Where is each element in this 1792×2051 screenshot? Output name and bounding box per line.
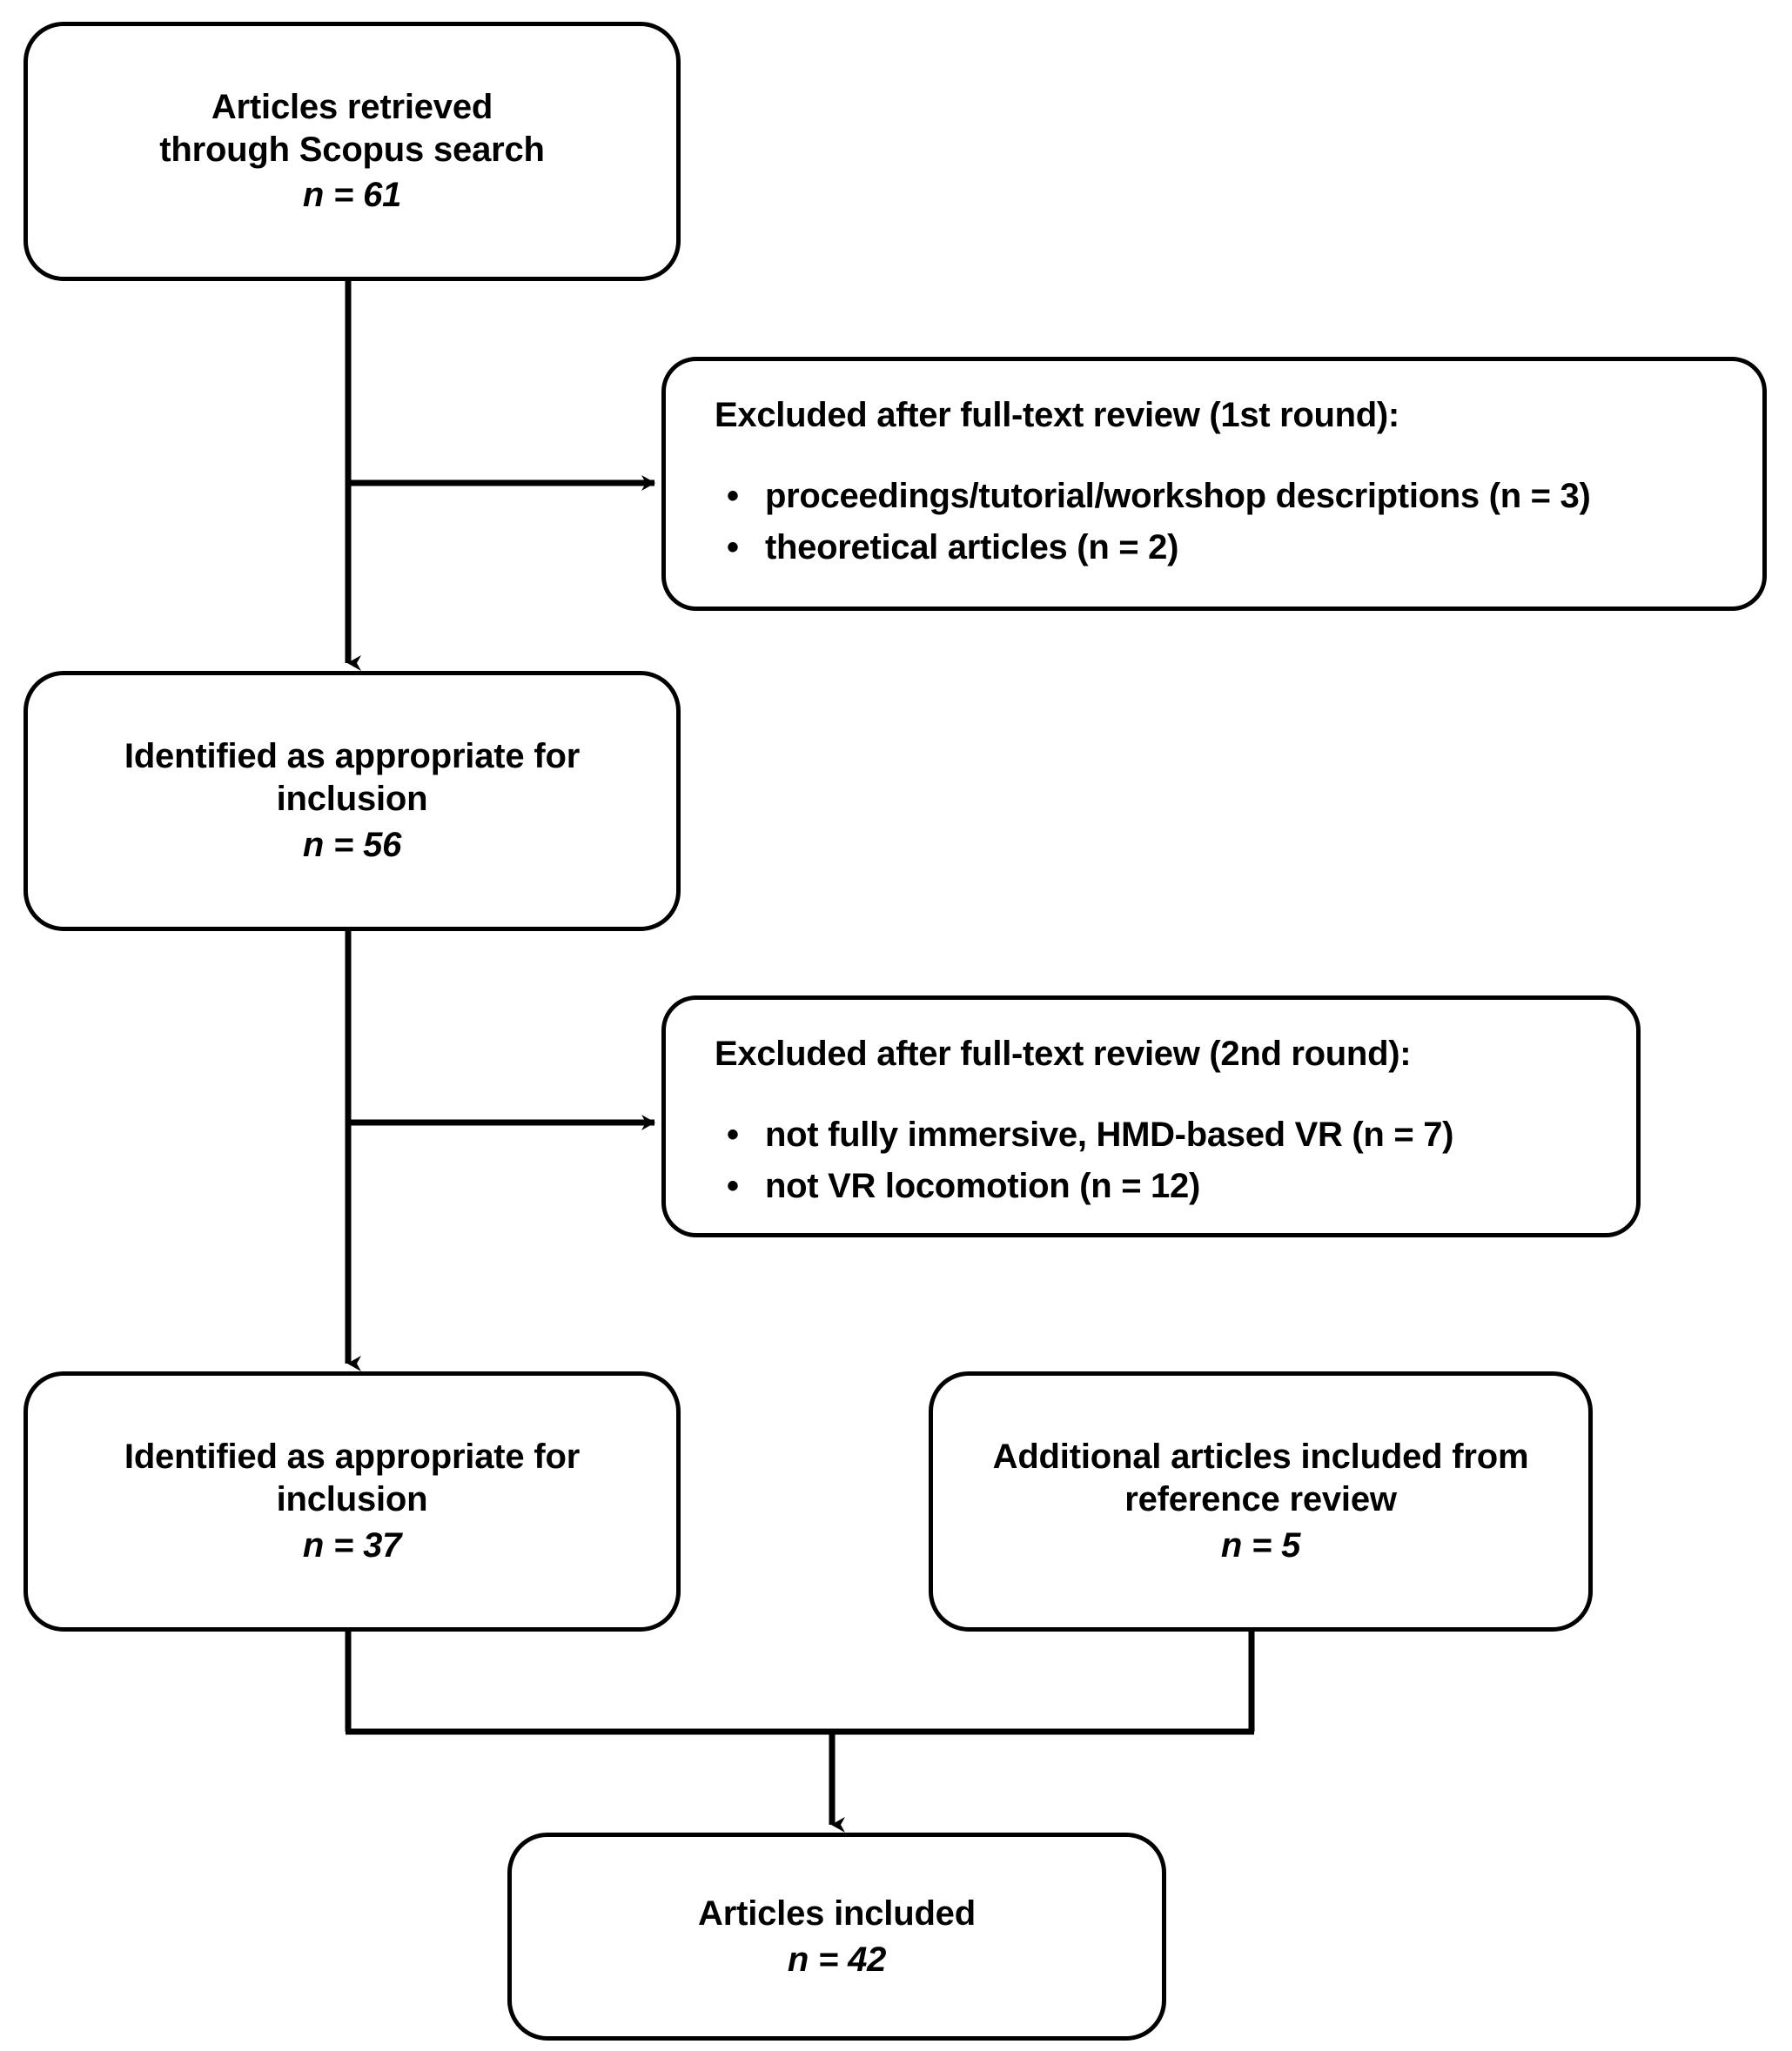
node-inclusion-37: Identified as appropriate for inclusion … bbox=[23, 1371, 681, 1632]
list-item: • not VR locomotion (n = 12) bbox=[715, 1166, 1453, 1207]
node-inclusion-37-count: n = 37 bbox=[302, 1525, 402, 1565]
node-articles-retrieved-count: n = 61 bbox=[302, 176, 402, 215]
node-inclusion-37-line1: Identified as appropriate for bbox=[124, 1438, 581, 1477]
node-additional-from-references-count: n = 5 bbox=[1220, 1525, 1301, 1565]
node-inclusion-56-line2: inclusion bbox=[276, 780, 428, 819]
node-inclusion-56-line1: Identified as appropriate for bbox=[124, 737, 581, 776]
list-item: • theoretical articles (n = 2) bbox=[715, 527, 1590, 568]
bullet-icon: • bbox=[727, 1116, 739, 1154]
bullet-icon: • bbox=[727, 528, 739, 567]
node-additional-from-references-line2: reference review bbox=[1124, 1480, 1397, 1519]
list-item: • proceedings/tutorial/workshop descript… bbox=[715, 476, 1591, 517]
bullet-icon: • bbox=[727, 477, 739, 515]
node-inclusion-37-line2: inclusion bbox=[276, 1480, 428, 1519]
node-articles-included-line1: Articles included bbox=[698, 1893, 976, 1933]
list-item-label: theoretical articles (n = 2) bbox=[765, 528, 1179, 567]
node-articles-included-count: n = 42 bbox=[787, 1940, 887, 1979]
node-additional-from-references: Additional articles included from refere… bbox=[929, 1371, 1593, 1632]
list-item-label: not fully immersive, HMD-based VR (n = 7… bbox=[765, 1116, 1454, 1154]
node-inclusion-56: Identified as appropriate for inclusion … bbox=[23, 671, 681, 931]
node-excluded-second-round: Excluded after full-text review (2nd rou… bbox=[661, 995, 1641, 1237]
bullet-icon: • bbox=[727, 1167, 739, 1206]
node-excluded-second-round-heading: Excluded after full-text review (2nd rou… bbox=[715, 1035, 1412, 1073]
list-item-label: not VR locomotion (n = 12) bbox=[765, 1167, 1200, 1206]
node-articles-included: Articles included n = 42 bbox=[507, 1833, 1166, 2041]
node-excluded-first-round-heading: Excluded after full-text review (1st rou… bbox=[715, 396, 1399, 434]
list-item: • not fully immersive, HMD-based VR (n =… bbox=[715, 1115, 1454, 1156]
node-additional-from-references-line1: Additional articles included from bbox=[992, 1438, 1529, 1477]
node-excluded-first-round: Excluded after full-text review (1st rou… bbox=[661, 357, 1767, 611]
node-inclusion-56-count: n = 56 bbox=[302, 825, 402, 864]
node-excluded-first-round-list: • proceedings/tutorial/workshop descript… bbox=[715, 476, 1591, 579]
node-excluded-second-round-list: • not fully immersive, HMD-based VR (n =… bbox=[715, 1115, 1454, 1217]
node-articles-retrieved: Articles retrieved through Scopus search… bbox=[23, 22, 681, 281]
node-articles-retrieved-line1: Articles retrieved bbox=[211, 87, 493, 126]
node-articles-retrieved-line2: through Scopus search bbox=[159, 130, 545, 169]
list-item-label: proceedings/tutorial/workshop descriptio… bbox=[765, 477, 1591, 515]
